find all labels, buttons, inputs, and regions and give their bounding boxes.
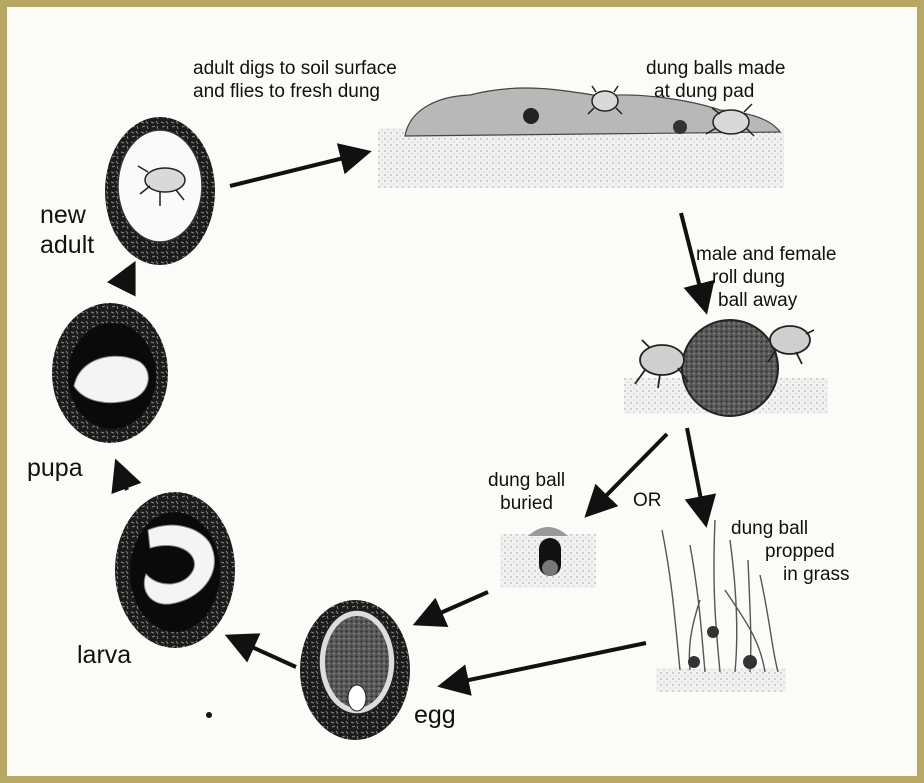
arrow-pupa-to-adult bbox=[123, 268, 132, 286]
label-dung-ball-propped: dung ball propped in grass bbox=[731, 518, 850, 586]
beetles-rolling-ball-scene bbox=[624, 320, 828, 416]
label-adult-digs: adult digs to soil surface and flies to … bbox=[193, 58, 397, 104]
egg-chamber-icon bbox=[300, 600, 410, 740]
stage-label-pupa: pupa bbox=[27, 453, 83, 483]
label-dung-ball-buried: dung ball buried bbox=[488, 470, 565, 516]
arrow-egg-to-larva bbox=[232, 638, 296, 667]
arrow-buried-to-egg bbox=[420, 592, 488, 622]
arrow-grass-to-egg bbox=[445, 643, 646, 685]
pupa-chamber-icon bbox=[52, 303, 168, 443]
label-roll-away: male and female roll dung ball away bbox=[696, 244, 836, 312]
stage-label-new-adult: new adult bbox=[40, 200, 94, 260]
beetle-icon bbox=[588, 86, 622, 114]
speck bbox=[206, 712, 212, 718]
new-adult-chamber-icon bbox=[105, 117, 215, 265]
buried-ball-scene bbox=[500, 527, 596, 588]
stage-label-larva: larva bbox=[77, 640, 131, 670]
larva-chamber-icon bbox=[115, 492, 235, 648]
label-dung-balls-made: dung balls made at dung pad bbox=[646, 58, 785, 104]
arrow-adult-to-dung bbox=[230, 153, 364, 186]
stage-label-egg: egg bbox=[414, 700, 456, 730]
arrow-rolling-to-grass bbox=[687, 428, 705, 520]
arrow-larva-to-pupa bbox=[118, 466, 127, 490]
label-or: OR bbox=[633, 490, 662, 513]
